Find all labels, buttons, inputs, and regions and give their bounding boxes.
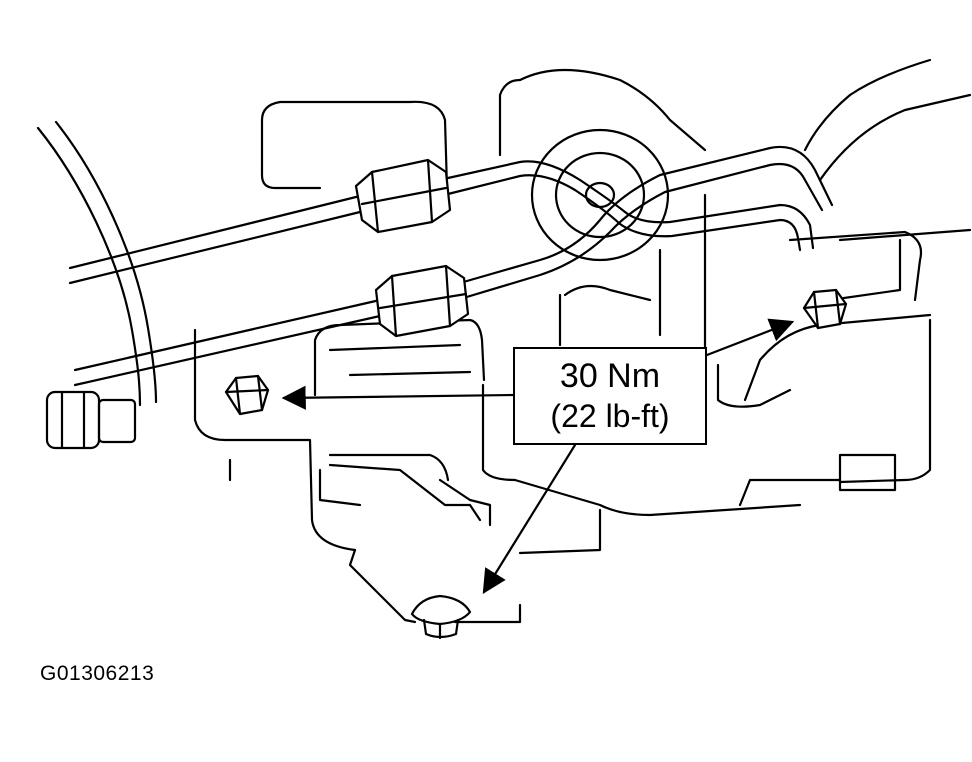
frame-outline — [260, 58, 972, 492]
bolt-icon — [410, 594, 472, 640]
torque-metric-label: 30 Nm — [559, 357, 661, 395]
arrow-icon — [281, 385, 515, 410]
bolt-icon — [802, 288, 848, 330]
hose-connector — [45, 390, 137, 450]
housing — [193, 284, 932, 624]
flare-nut-lower — [374, 264, 470, 338]
brake-line-lower — [73, 145, 834, 387]
arrow-icon — [705, 318, 795, 357]
flare-nut-upper — [354, 158, 452, 234]
left-hose — [36, 120, 158, 407]
bolt-icon — [224, 374, 270, 416]
brake-line-upper — [68, 160, 815, 285]
torque-callout: 30 Nm (22 lb-ft) — [513, 347, 707, 445]
arrow-icon — [482, 443, 577, 595]
torque-imperial-label: (22 lb-ft) — [550, 398, 670, 434]
figure-id-label: G01306213 — [40, 662, 155, 685]
